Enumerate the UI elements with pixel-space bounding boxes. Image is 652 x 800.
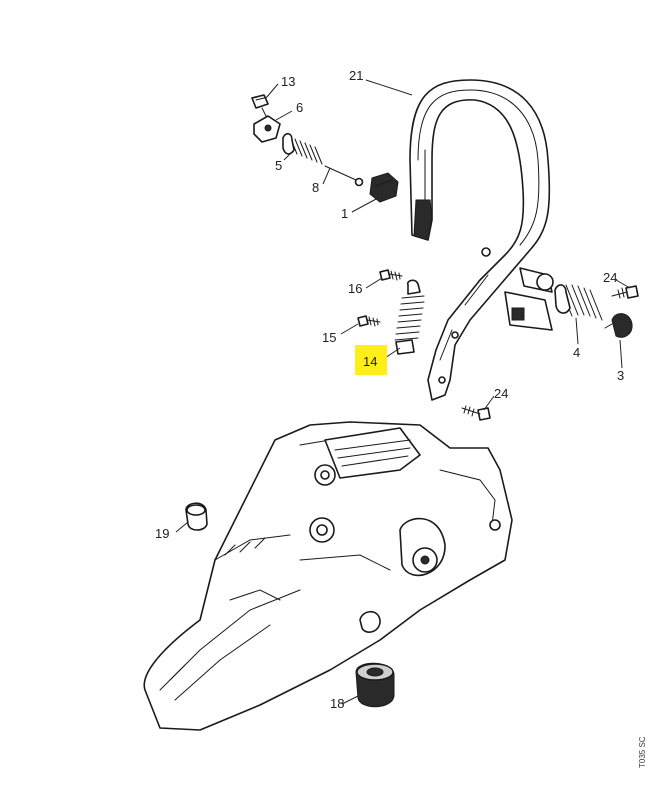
- grommet-part-18: [355, 662, 395, 708]
- spring-part-5: [282, 132, 323, 165]
- stop-part-3: [604, 313, 633, 338]
- highlight-box-part-14: [355, 345, 387, 375]
- label-24-upper: 24: [603, 270, 617, 285]
- label-5: 5: [275, 158, 282, 173]
- pin-part-8: [324, 165, 364, 187]
- label-14: 14: [363, 354, 377, 369]
- label-16: 16: [348, 281, 362, 296]
- label-13: 13: [281, 74, 295, 89]
- screw-part-15: [357, 315, 381, 327]
- spring-part-4: [554, 284, 603, 321]
- nut-part-6: [253, 115, 281, 143]
- label-6: 6: [296, 100, 303, 115]
- label-18: 18: [330, 696, 344, 711]
- handlebar-part-21: [409, 79, 551, 401]
- plug-part-19: [185, 502, 208, 531]
- label-8: 8: [312, 180, 319, 195]
- label-15: 15: [322, 330, 336, 345]
- screw-part-16: [379, 269, 403, 281]
- av-buffer-assembly: [481, 247, 554, 331]
- label-19: 19: [155, 526, 169, 541]
- screw-part-24-upper: [611, 285, 639, 299]
- buffer-part-1: [369, 172, 399, 203]
- screw-part-13: [251, 94, 269, 121]
- label-4: 4: [573, 345, 580, 360]
- diagram-code: T035 SC: [638, 736, 647, 768]
- label-1: 1: [341, 206, 348, 221]
- engine-housing: [143, 421, 513, 731]
- spring-part-14: [394, 279, 425, 355]
- label-24-lower: 24: [494, 386, 508, 401]
- label-21: 21: [349, 68, 363, 83]
- label-3: 3: [617, 368, 624, 383]
- leader-lines: [175, 79, 631, 705]
